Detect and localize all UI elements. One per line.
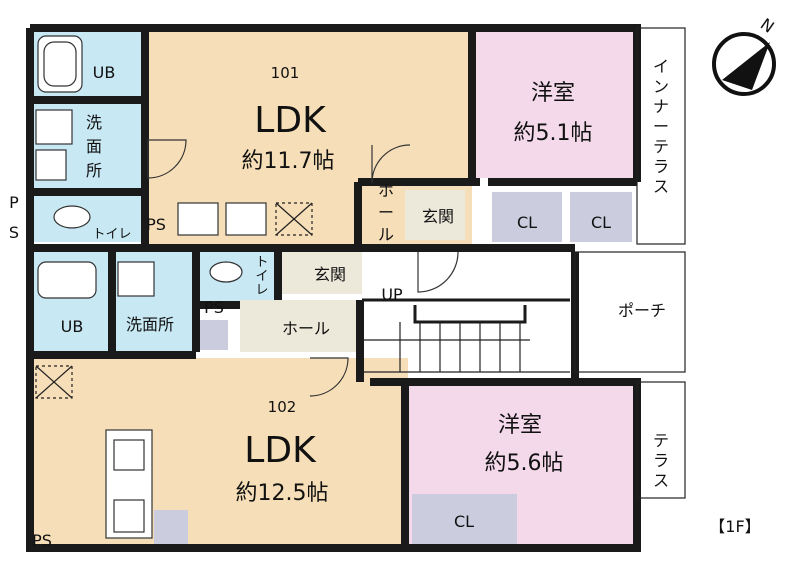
unit-102-fridge-cross-b — [35, 365, 73, 399]
unit-102-ps: PS — [204, 298, 224, 317]
unit-101-washroom-char: 洗 — [86, 113, 102, 132]
inner-terrace-char: ラ — [653, 157, 669, 176]
unit-101-hall-char: ー — [378, 203, 394, 222]
unit-102-sink-icon — [113, 439, 145, 471]
unit-102-hall: ホール — [282, 319, 330, 338]
inner-terrace-char: テ — [653, 137, 669, 156]
unit-102-toilet-char: イ — [255, 269, 268, 284]
unit-102-toilet-icon — [209, 261, 243, 283]
terrace-char: ス — [653, 471, 669, 490]
unit-102-entrance: 玄関 — [314, 265, 346, 284]
compass-n-label: N — [757, 14, 778, 36]
unit-101-toilet-icon — [53, 205, 91, 229]
inner-terrace-char: ン — [653, 77, 669, 96]
unit-102-toilet: ト イ レ — [255, 255, 268, 298]
inner-terrace-char: イ — [653, 57, 669, 76]
unit-102-ps-area — [200, 320, 228, 350]
unit-101-hall-char: ホ — [378, 181, 394, 200]
unit-101-hall: ホ ー ル — [378, 181, 394, 244]
porch-box — [574, 251, 686, 373]
unit-101-fridge-space — [275, 202, 313, 236]
unit-102-bathtub-icon — [37, 261, 97, 299]
unit-102-ldk-size: 約12.5帖 — [236, 481, 329, 506]
unit-102-entrance-area — [282, 252, 362, 294]
unit-101-bathtub-inner — [43, 41, 77, 87]
inner-terrace-char: ス — [653, 177, 669, 196]
unit-101-ldk-door — [147, 139, 187, 179]
unit-101-closet-2: CL — [591, 213, 611, 232]
unit-102-fridge-space — [35, 365, 73, 399]
unit-101-closet-2-area — [570, 192, 632, 242]
unit-101-ps-left-char: S — [9, 223, 19, 242]
terrace-box — [636, 381, 686, 499]
unit-102-hall-area — [240, 300, 362, 352]
unit-101-washroom-char: 所 — [86, 161, 102, 180]
unit-102-stove-icon — [113, 499, 145, 533]
terrace-char: テ — [653, 431, 669, 450]
unit-102-bedroom-name: 洋室 — [498, 413, 542, 438]
unit-101-ps-left: P S — [9, 193, 19, 242]
unit-101-toilet: トイレ — [92, 227, 131, 242]
terrace-label: テ ラ ス — [653, 431, 669, 490]
inner-terrace-char: ー — [653, 117, 669, 136]
unit-101-entrance: 玄関 — [422, 207, 454, 226]
unit-102-toilet-char: レ — [255, 283, 268, 298]
unit-102-bedroom-size: 約5.6帖 — [485, 451, 564, 476]
unit-102-ub: UB — [61, 317, 84, 336]
unit-101-washroom-char: 面 — [86, 137, 102, 156]
terrace-char: ラ — [653, 451, 669, 470]
floor-label: 【1F】 — [709, 517, 760, 536]
unit-102-ldk-name: LDK — [244, 430, 317, 471]
unit-101-closet-1-area — [492, 192, 562, 242]
unit-101-stove-icon — [177, 202, 219, 236]
unit-101-bedroom-name: 洋室 — [531, 81, 575, 106]
unit-101-ub: UB — [93, 63, 116, 82]
unit-102-entrance-door — [417, 251, 459, 293]
unit-102-toilet-char: ト — [255, 255, 268, 270]
unit-101-entrance-area — [405, 190, 465, 240]
unit-101-hall-char: ル — [378, 225, 394, 244]
unit-101-bedroom-area — [472, 28, 637, 178]
inner-terrace-label: イ ン ナ ー テ ラ ス — [653, 57, 669, 196]
unit-102-ldk-door — [309, 357, 349, 397]
unit-102-ldk-area — [30, 358, 408, 548]
unit-102-closet: CL — [454, 512, 474, 531]
stairs-up-label: UP — [381, 285, 403, 304]
unit-101-washer-icon — [35, 149, 67, 181]
unit-101-closet-1: CL — [517, 213, 537, 232]
unit-101-washroom: 洗 面 所 — [86, 113, 102, 180]
inner-terrace-char: ナ — [653, 97, 669, 116]
unit-102-washroom: 洗面所 — [126, 315, 174, 334]
stair-walls — [360, 298, 570, 382]
unit-101-ps-left-char: P — [9, 193, 19, 212]
staircase — [362, 322, 570, 373]
unit-101-sink-icon — [225, 202, 267, 236]
unit-101-fridge-cross-b — [275, 202, 313, 236]
unit-101-ldk-name: LDK — [254, 100, 327, 141]
unit-102-closet-area — [412, 494, 517, 548]
unit-101-bedroom-size: 約5.1帖 — [514, 121, 593, 146]
unit-101-ps-kitchen: PS — [146, 215, 166, 234]
inner-terrace-box — [636, 27, 686, 245]
unit-102-washbasin-icon — [117, 261, 155, 297]
unit-101-hall-door — [371, 144, 411, 184]
unit-102-ps-corner: PS — [32, 531, 52, 550]
porch-label: ポーチ — [618, 301, 666, 320]
unit-101-washbasin-icon — [35, 109, 73, 145]
unit-102-number: 102 — [268, 398, 297, 416]
unit-101-number: 101 — [271, 64, 300, 82]
unit-102-ldk-storage — [154, 510, 188, 548]
unit-101-ldk-size: 約11.7帖 — [242, 149, 335, 174]
compass-icon: N — [712, 14, 778, 96]
